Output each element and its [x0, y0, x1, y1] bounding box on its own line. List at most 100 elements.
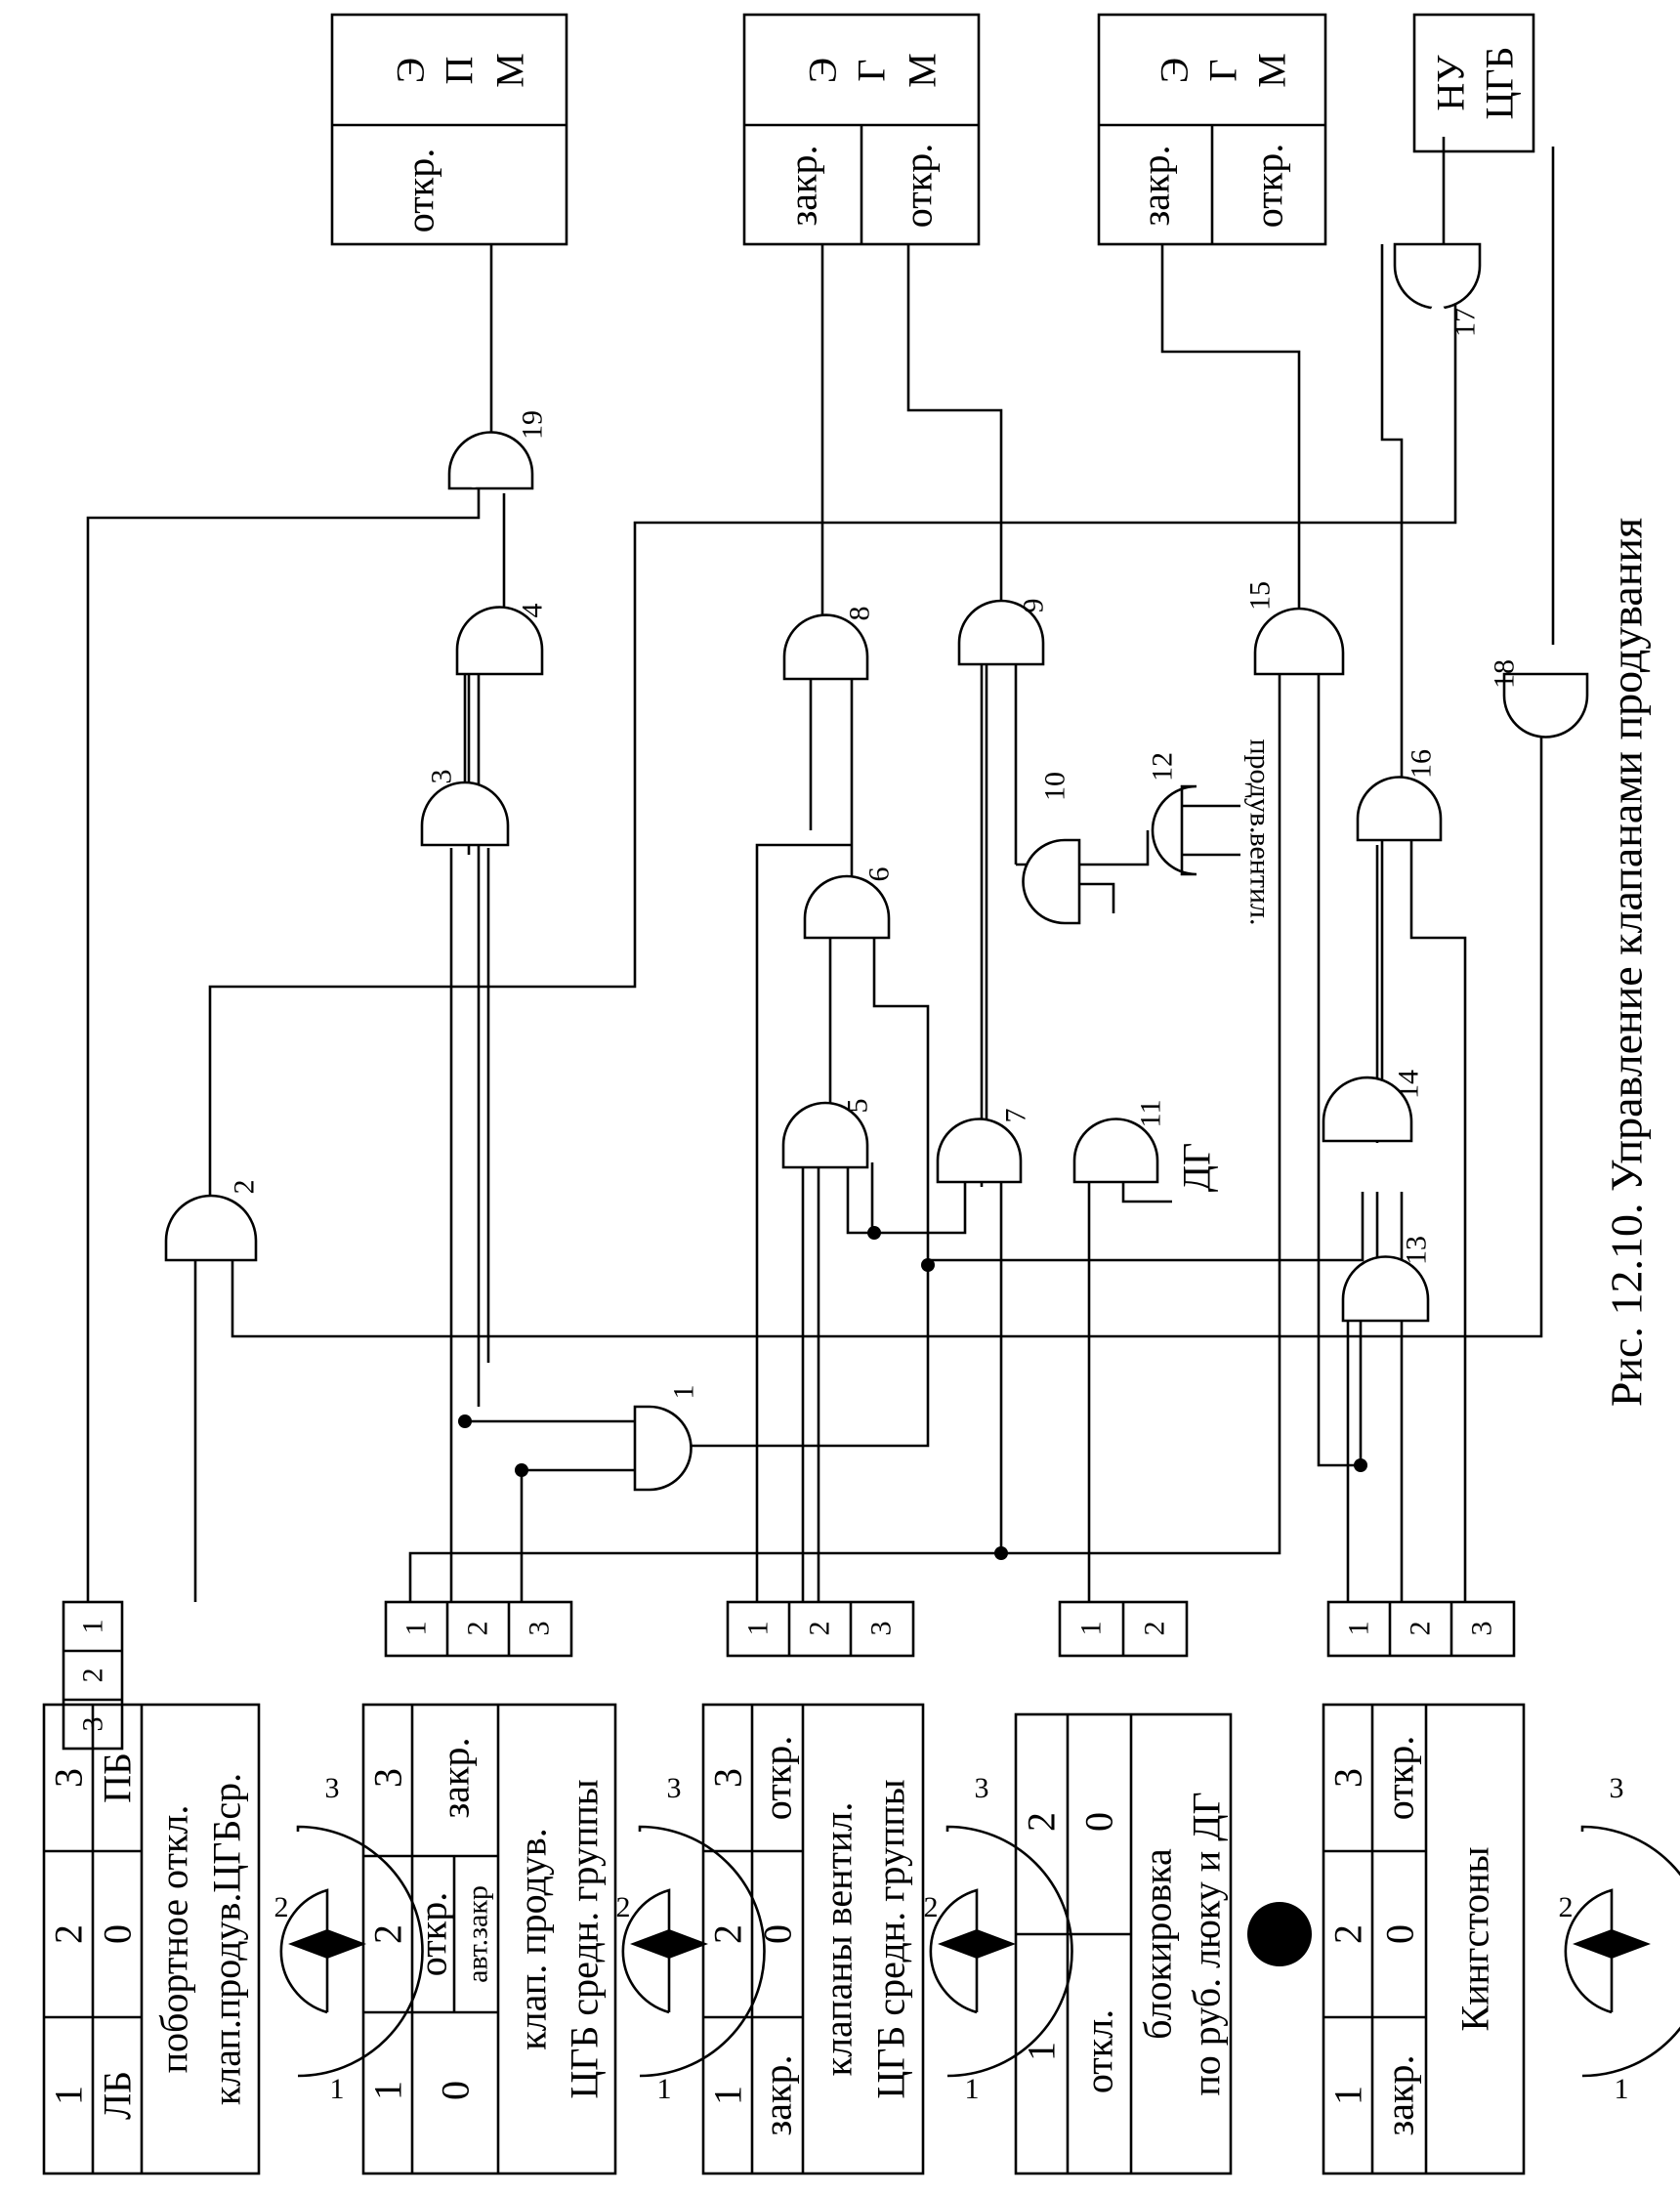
gate-10 [1022, 838, 1081, 925]
gate-label-12: 12 [1147, 752, 1179, 781]
gate-7 [936, 1118, 1023, 1184]
gate-label-3: 3 [426, 770, 458, 784]
switch3-value-3: откр. [756, 1736, 800, 1820]
switch2-value-3: закр. [434, 1738, 478, 1819]
switch5-title-1: Кингстоны [1453, 1847, 1497, 2032]
nu-label: НУ [1429, 55, 1473, 111]
connector-pin: 2 [1139, 1622, 1171, 1636]
output-block-egm-3: Э Г М закр. откр. [1097, 13, 1327, 246]
gate-2 [164, 1194, 258, 1262]
switch1-header-1: 1 [47, 2086, 91, 2105]
connectors: 1 2 3 1 2 3 1 2 3 1 2 [62, 1600, 1516, 1751]
gate-label-8: 8 [844, 607, 876, 621]
connector-4: 1 2 [1058, 1600, 1189, 1658]
switch3-header-3: 3 [706, 1768, 750, 1788]
switch5-value-1: закр. [1378, 2055, 1422, 2136]
switch5-header-2: 2 [1326, 1924, 1370, 1944]
junction-dot [921, 1258, 935, 1272]
connector-pin: 3 [1466, 1622, 1498, 1636]
switch5-value-2: 0 [1378, 1924, 1422, 1944]
gate-1 [633, 1405, 693, 1492]
switch-2-table: 1 2 3 0 откр. авт.закр закр. клап. проду… [361, 1703, 617, 2175]
switch1-header-3: 3 [47, 1768, 91, 1788]
knob-label-3: 3 [1610, 1772, 1624, 1804]
switch4-title-1: блокировка [1136, 1848, 1180, 2040]
switch2-value-2: откр. [411, 1892, 455, 1976]
gate-label-4: 4 [517, 604, 549, 618]
cgb-label: ЦГБ [1478, 47, 1522, 120]
switch2-header-1: 1 [366, 2081, 410, 2100]
switch3-value-2: 0 [756, 1924, 800, 1944]
knob-label-2: 2 [1559, 1891, 1574, 1923]
gate-label-6: 6 [863, 867, 896, 882]
egm2-letter-1: Э [801, 58, 845, 83]
egm3-cell-close: закр. [1134, 146, 1178, 227]
epm-letter-1: Э [389, 58, 433, 83]
egm2-cell-close: закр. [781, 146, 825, 227]
junction-dot [994, 1546, 1008, 1560]
output-block-egm-2: Э Г М закр. откр. [742, 13, 981, 246]
switch4-header-2: 2 [1020, 1812, 1064, 1832]
switch3-value-1: закр. [756, 2055, 800, 2136]
egm3-letter-3: М [1250, 53, 1294, 88]
switch5-header-1: 1 [1326, 2086, 1370, 2105]
gates [164, 242, 1589, 1492]
switch2-header-2: 2 [366, 1924, 410, 1944]
switch4-header-1: 1 [1020, 2042, 1064, 2061]
gate-14 [1322, 1076, 1413, 1143]
knob-label-3: 3 [667, 1772, 682, 1804]
knob-label-1: 1 [1615, 2073, 1629, 2105]
epm-cell-open: откр. [399, 148, 442, 232]
dg-label: ДГ [1175, 1143, 1219, 1192]
rotary-knob-3: 1 2 3 [924, 1772, 1073, 2105]
gate-17-bubble [1431, 304, 1445, 317]
gate-13 [1341, 1255, 1430, 1323]
connector-pin: 2 [462, 1622, 494, 1636]
junction-dot [458, 1414, 472, 1428]
switch2-title-2: ЦГБ средн. группы [563, 1779, 607, 2098]
gate-19 [447, 431, 534, 490]
gate-label-18: 18 [1489, 659, 1521, 689]
connector-2: 1 2 3 [384, 1600, 573, 1658]
rotary-knob-4: 1 2 3 [1559, 1772, 1680, 2105]
connector-pin: 1 [77, 1620, 109, 1634]
gate-4 [455, 606, 544, 676]
connector-pin: 3 [524, 1622, 556, 1636]
gate-19-bubble [467, 474, 481, 487]
switch2-value-1: 0 [434, 2081, 478, 2100]
egm2-letter-2: Г [850, 59, 894, 81]
knob-label-1: 1 [965, 2073, 980, 2105]
junction-dot [867, 1226, 881, 1240]
knob-label-2: 2 [616, 1891, 631, 1923]
connector-pin: 2 [1405, 1622, 1437, 1636]
switch3-header-2: 2 [706, 1924, 750, 1944]
egm3-letter-2: Г [1201, 59, 1245, 81]
gate-label-13: 13 [1401, 1236, 1433, 1265]
indicator-lamp-icon [1247, 1902, 1312, 1966]
gate-label-10: 10 [1039, 772, 1071, 801]
knob-label-3: 3 [325, 1772, 340, 1804]
gate-5 [781, 1101, 869, 1169]
gate-12 [1151, 784, 1197, 876]
epm-letter-3: М [488, 53, 532, 88]
gate-6 [803, 874, 891, 940]
switch-4-table: 1 2 откл. 0 блокировка по руб. люку и ДГ [1014, 1712, 1233, 2175]
gate-17 [1393, 242, 1482, 310]
gate-label-16: 16 [1406, 749, 1438, 779]
connector-pin: 2 [77, 1668, 109, 1683]
switch2-title-1: клап. продув. [511, 1828, 555, 2050]
gate-label-7: 7 [1000, 1109, 1032, 1123]
switch4-title-2: по руб. люку и ДГ [1185, 1792, 1229, 2095]
gate-number-labels: 19 4 3 1 2 8 9 6 5 7 10 11 12 15 16 14 1… [229, 308, 1521, 1400]
gate-11 [1072, 1118, 1159, 1184]
gate12-label-produv: продув. [1244, 739, 1277, 833]
egm2-cell-open: откр. [897, 144, 941, 228]
connector-pin: 1 [1343, 1622, 1375, 1636]
connector-pin: 1 [1075, 1622, 1108, 1636]
switch3-title-2: ЦГБ средн. группы [869, 1779, 913, 2098]
output-block-epm: Э П М откр. [330, 13, 568, 246]
switch5-value-3: откр. [1378, 1736, 1422, 1820]
egm3-letter-1: Э [1153, 58, 1197, 83]
gate-label-14: 14 [1393, 1070, 1425, 1099]
switch2-sub: авт.закр [462, 1885, 494, 1983]
